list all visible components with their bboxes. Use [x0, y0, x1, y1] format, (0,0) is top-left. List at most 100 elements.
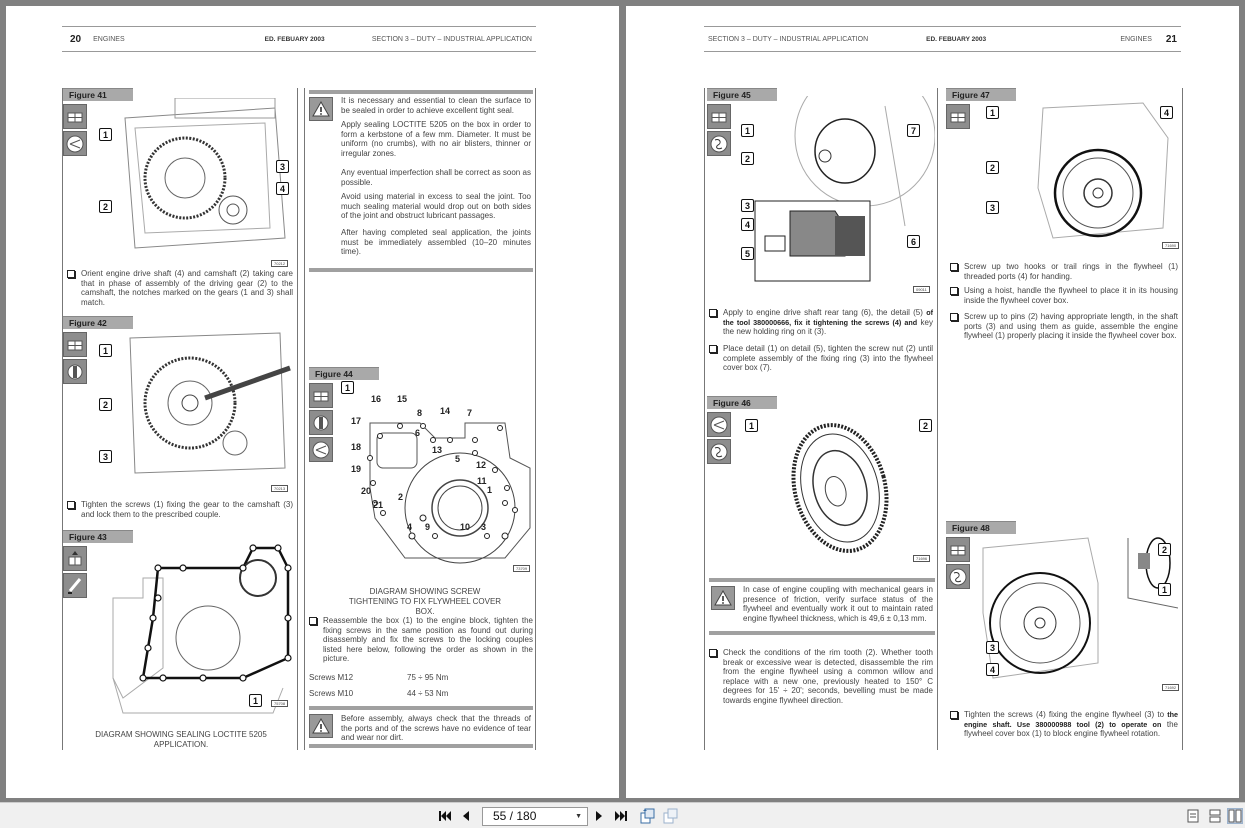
back-view-icon — [640, 808, 655, 824]
warning-bar — [309, 706, 533, 710]
header-section: ENGINES — [93, 35, 125, 43]
fig47-instruction-2: Using a hoist, handle the flywheel to pl… — [950, 286, 1178, 305]
checkbox-icon — [709, 649, 717, 657]
callout-1: 1 — [1158, 583, 1171, 596]
callout-1: 1 — [741, 124, 754, 137]
figure-code: 09011 — [913, 286, 930, 293]
page-number-dropdown[interactable]: 55 / 180 ▼ — [482, 807, 588, 826]
last-page-icon — [615, 811, 627, 821]
disassembly-icon — [309, 383, 333, 408]
figure-47-drawing — [1037, 102, 1169, 239]
right-column: It is necessary and essential to clean t… — [304, 88, 536, 750]
fig47-instruction-1: Screw up two hooks or trail rings in the… — [950, 262, 1178, 281]
page-number: 21 — [1165, 33, 1177, 45]
checkbox-icon — [67, 501, 75, 509]
warning-icon — [711, 586, 735, 610]
checkbox-icon — [67, 270, 75, 278]
figure-44-drawing — [367, 422, 531, 564]
header-edition: ED. FEBUARY 2003 — [926, 35, 987, 43]
callout-6: 6 — [907, 235, 920, 248]
figure-44-label: Figure 44 — [309, 367, 379, 380]
angle-gauge-icon — [309, 437, 333, 462]
go-back-view-button[interactable] — [639, 808, 655, 824]
callout-1: 1 — [986, 106, 999, 119]
fig46-instruction: Check the conditions of the rim tooth (2… — [709, 648, 933, 706]
callout-3: 3 — [99, 450, 112, 463]
torque-screw-m12: Screws M12 — [309, 673, 354, 682]
disassembly-icon — [63, 104, 87, 129]
page-header: SECTION 3 – DUTY – INDUSTRIAL APPLICATIO… — [704, 26, 1181, 52]
page-number: 20 — [70, 33, 82, 45]
angle-gauge-icon — [63, 131, 87, 156]
tool-icon — [707, 439, 731, 464]
callout-4: 4 — [986, 663, 999, 676]
first-page-icon — [439, 811, 451, 821]
callout-2: 2 — [919, 419, 932, 432]
callout-2: 2 — [986, 161, 999, 174]
callout-2: 2 — [99, 200, 112, 213]
warning-text-2: Apply sealing LOCTITE 5205 on the box in… — [341, 120, 531, 158]
warning-text-5: After having completed seal application,… — [341, 228, 531, 257]
figure-42-label: Figure 42 — [63, 316, 133, 329]
disassembly-icon — [707, 104, 731, 129]
single-page-view-button[interactable] — [1185, 808, 1201, 824]
torque-icon — [63, 359, 87, 384]
figure-43-caption: DIAGRAM SHOWING SEALING LOCTITE 5205 APP… — [95, 730, 267, 749]
torque-value-m10: 44 ÷ 53 Nm — [407, 689, 449, 698]
left-column: Figure 45 1 2 3 4 5 6 7 — [704, 88, 938, 750]
callout-7: 7 — [907, 124, 920, 137]
callout-3: 3 — [276, 160, 289, 173]
warning-bar — [709, 578, 935, 582]
warning-text: In case of engine coupling with mechanic… — [743, 585, 933, 623]
callout-4: 4 — [276, 182, 289, 195]
sealant-icon — [63, 573, 87, 598]
fig44-instruction: Reassemble the box (1) to the engine blo… — [309, 616, 533, 664]
figure-48-drawing — [982, 537, 1178, 679]
header-chapter: SECTION 3 – DUTY – INDUSTRIAL APPLICATIO… — [708, 35, 869, 43]
first-page-button[interactable] — [437, 808, 453, 824]
callout-3: 3 — [741, 199, 754, 212]
next-page-button[interactable] — [591, 808, 607, 824]
fig42-instruction: Tighten the screws (1) fixing the gear t… — [67, 500, 293, 519]
figure-code: 71690 — [1162, 242, 1180, 249]
header-edition: ED. FEBUARY 2003 — [264, 35, 325, 43]
tool-icon — [707, 131, 731, 156]
torque-icon — [309, 410, 333, 435]
checkbox-icon — [950, 313, 958, 321]
left-column: Figure 41 1 2 3 4 70212 Orient engine dr… — [62, 88, 298, 750]
last-page-button[interactable] — [613, 808, 629, 824]
callout-5: 5 — [741, 247, 754, 260]
disassembly-icon — [946, 537, 970, 562]
warning-bar — [309, 90, 533, 94]
torque-value-m12: 75 ÷ 95 Nm — [407, 673, 449, 682]
disassembly-icon — [946, 104, 970, 129]
warning-text: Before assembly, always check that the t… — [341, 714, 531, 743]
checkbox-icon — [950, 263, 958, 271]
figure-code: 71692 — [1162, 684, 1180, 691]
previous-page-button[interactable] — [458, 808, 474, 824]
two-page-view-button[interactable] — [1227, 808, 1243, 824]
header-chapter: SECTION 3 – DUTY – INDUSTRIAL APPLICATIO… — [371, 35, 532, 43]
fig45-instruction-2: Place detail (1) on detail (5), tighten … — [709, 344, 933, 373]
figure-code: 73709 — [513, 565, 531, 572]
callout-1: 1 — [745, 419, 758, 432]
assembly-icon — [63, 546, 87, 571]
page-21: SECTION 3 – DUTY – INDUSTRIAL APPLICATIO… — [626, 6, 1239, 798]
page-indicator: 55 / 180 — [493, 809, 537, 823]
callout-1: 1 — [99, 128, 112, 141]
figure-41-label: Figure 41 — [63, 88, 133, 101]
figure-42-drawing — [129, 332, 291, 474]
tool-icon — [946, 564, 970, 589]
document-viewer[interactable]: 20 ENGINES ED. FEBUARY 2003 SECTION 3 – … — [0, 0, 1245, 802]
callout-1: 1 — [249, 694, 262, 707]
callout-2: 2 — [741, 152, 754, 165]
figure-43-label: Figure 43 — [63, 530, 133, 543]
previous-page-icon — [463, 811, 469, 821]
two-page-icon — [1228, 809, 1242, 823]
fig47-instruction-3: Screw up to pins (2) having appropriate … — [950, 312, 1178, 341]
fig41-instruction: Orient engine drive shaft (4) and camsha… — [67, 269, 293, 307]
continuous-view-button[interactable] — [1207, 808, 1223, 824]
page-header: 20 ENGINES ED. FEBUARY 2003 SECTION 3 – … — [62, 26, 536, 52]
go-forward-view-button[interactable] — [662, 808, 678, 824]
angle-gauge-icon — [707, 412, 731, 437]
